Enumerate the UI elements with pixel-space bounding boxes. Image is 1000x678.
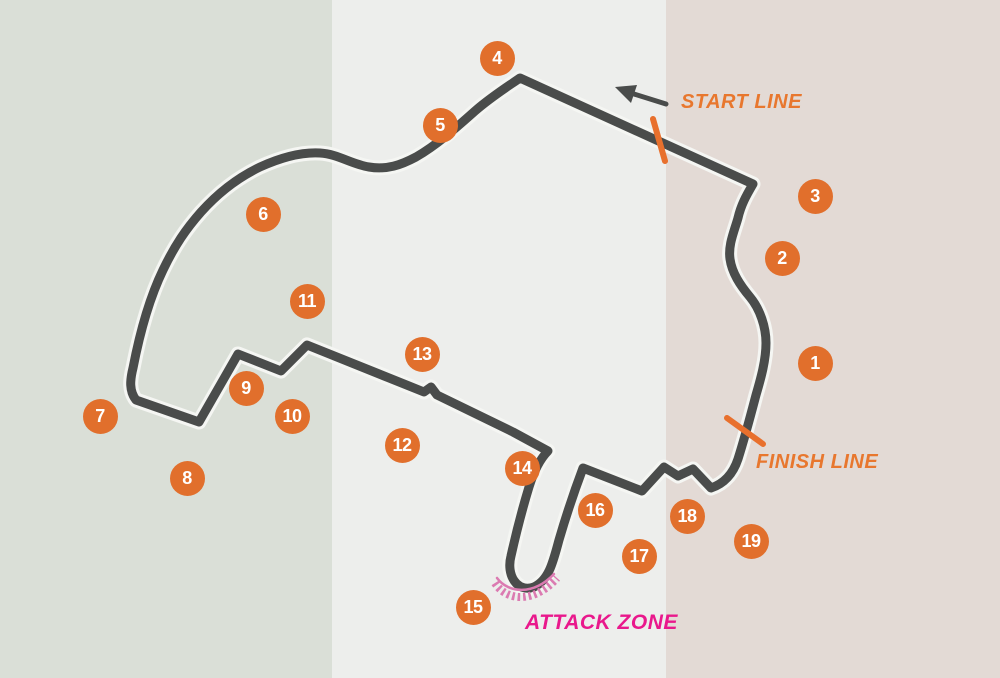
turn-marker-10: 10: [274, 398, 310, 434]
flag-band-green: [0, 0, 332, 678]
turn-marker-4: 4: [479, 40, 515, 76]
track-path: [126, 73, 771, 593]
turn-marker-8: 8: [169, 460, 205, 496]
finish-line-tick: [724, 415, 766, 447]
turn-marker-18: 18: [669, 498, 705, 534]
turn-marker-2: 2: [764, 240, 800, 276]
turn-marker-9: 9: [228, 370, 264, 406]
start-line-label: START LINE: [681, 91, 802, 113]
turn-marker-19: 19: [733, 523, 769, 559]
turn-marker-1: 1: [797, 345, 833, 381]
attack-zone-arc-ticks: [491, 575, 560, 601]
turn-marker-6: 6: [245, 196, 281, 232]
attack-zone-arc-line: [495, 572, 556, 591]
turn-marker-3: 3: [797, 178, 833, 214]
turn-marker-17: 17: [621, 538, 657, 574]
turn-marker-15: 15: [455, 589, 491, 625]
turn-marker-13: 13: [404, 336, 440, 372]
turn-marker-14: 14: [504, 450, 540, 486]
turn-marker-16: 16: [577, 492, 613, 528]
turn-marker-11: 11: [289, 283, 325, 319]
turn-marker-5: 5: [422, 107, 458, 143]
turn-marker-7: 7: [82, 398, 118, 434]
turn-marker-12: 12: [384, 427, 420, 463]
finish-line-label: FINISH LINE: [756, 451, 879, 473]
direction-arrow-icon: [615, 85, 669, 107]
start-line-tick: [650, 116, 668, 164]
flag-band-red: [666, 0, 1000, 678]
attack-zone-label: ATTACK ZONE: [525, 611, 678, 634]
